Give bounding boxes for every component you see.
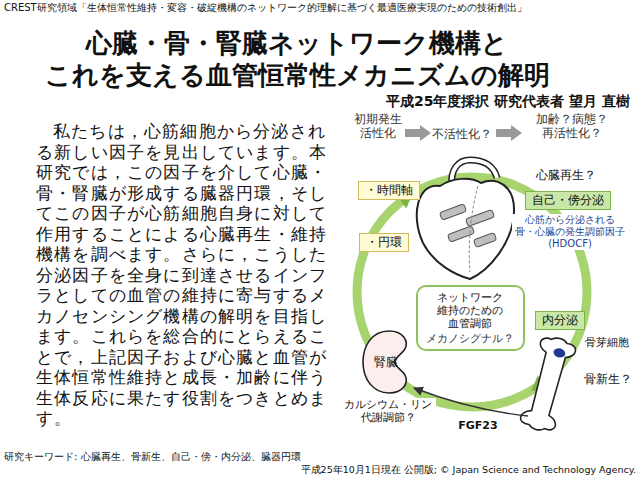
heart-illustration bbox=[417, 160, 514, 279]
signal-box: 内分泌 bbox=[535, 311, 585, 330]
timeline-arrow bbox=[405, 125, 431, 141]
question-label: 骨新生？ bbox=[582, 372, 634, 386]
osteoblast bbox=[552, 347, 566, 359]
node-text: 腎臓 bbox=[374, 354, 398, 371]
bone-illustration bbox=[518, 334, 577, 434]
cell-label: 骨芽細胞 bbox=[583, 336, 631, 349]
cardiomyocyte bbox=[473, 232, 496, 247]
phase-label: 初期発生 活性化 bbox=[353, 112, 404, 141]
heart-outline bbox=[417, 179, 514, 279]
node-subtext: メカノシグナル？ bbox=[425, 332, 516, 345]
cardiomyocyte bbox=[439, 204, 466, 220]
copyright-line: 平成25年10月1日現在 公開版; © Japan Science and Te… bbox=[301, 464, 636, 475]
keyword-line: 研究キーワード: 心臓再生、骨新生、自己・傍・内分泌、臓器円環 bbox=[4, 451, 301, 463]
cardiomyocyte bbox=[465, 209, 494, 226]
hormone-label: FGF23 bbox=[456, 419, 499, 432]
signal-box: 自己・傍分泌 bbox=[525, 191, 611, 210]
metabolism-label: カルシウム・リン 代謝調節？ bbox=[341, 398, 436, 424]
abstract-text: 私たちは，心筋細胞から分泌される新しい因子を見出しています。本研究では，この因子… bbox=[36, 121, 332, 429]
node-text: 自己・傍分泌 bbox=[532, 193, 604, 208]
network-box: ネットワーク 維持のための 血管調節メカノシグナル？ bbox=[416, 285, 525, 351]
node-text: ネットワーク 維持のための 血管調節 bbox=[425, 291, 516, 330]
phase-label: 不活性化？ bbox=[432, 127, 492, 141]
node-text: ・円環 bbox=[366, 235, 402, 250]
factor-label: 心筋から分泌される 骨・心臓の発生調節因子 (HDOCF) bbox=[512, 214, 629, 250]
author-line: 平成25年度採択 研究代表者 望月 直樹 bbox=[386, 93, 630, 110]
bone-outline bbox=[518, 334, 577, 434]
kidney-shape: 腎臓 bbox=[361, 329, 411, 395]
timeline-arrow bbox=[496, 125, 522, 141]
program-header: CREST研究領域「生体恒常性維持・変容・破綻機構のネットワーク的理解に基づく最… bbox=[4, 2, 527, 14]
theme-box: ・円環 bbox=[359, 233, 409, 252]
slide-title: 心臓・骨・腎臓ネットワーク機構と これを支える血管恒常性メカニズムの解明 bbox=[43, 27, 551, 91]
node-text: 内分泌 bbox=[542, 313, 578, 328]
node-text: ・時間軸 bbox=[365, 183, 413, 198]
question-label: 心臓再生？ bbox=[534, 168, 598, 182]
phase-label: 加齢？病態？ 再活性化？ bbox=[535, 112, 610, 141]
kidney-path bbox=[363, 331, 406, 393]
heart-septum bbox=[469, 186, 478, 272]
theme-box: ・時間軸 bbox=[358, 181, 420, 200]
